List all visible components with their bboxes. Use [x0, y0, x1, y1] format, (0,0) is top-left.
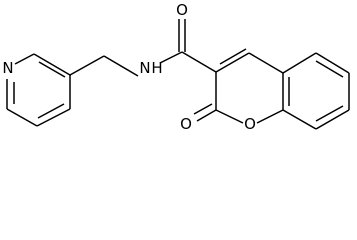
- bond: [14, 53, 35, 65]
- bond: [282, 52, 317, 74]
- bond: [315, 52, 350, 74]
- bond: [315, 60, 344, 78]
- bond: [181, 51, 217, 73]
- bond: [38, 61, 66, 78]
- bond: [33, 53, 71, 76]
- lactone-carbonyl-oxygen-label: O: [180, 115, 192, 133]
- bond: [256, 109, 284, 124]
- chemical-structure: O N H N O O: [2, 1, 350, 133]
- bond: [315, 109, 350, 130]
- bond: [196, 109, 217, 122]
- amide-nitrogen-label: N: [139, 59, 150, 77]
- bond: [36, 108, 71, 127]
- bond: [69, 55, 105, 76]
- bond: [248, 52, 284, 74]
- atom-labels: O N H N O O: [2, 1, 256, 133]
- bond: [315, 105, 344, 122]
- bond: [6, 108, 38, 127]
- bond: [159, 51, 183, 64]
- bond: [219, 48, 247, 65]
- amide-hydrogen-label: H: [151, 59, 162, 77]
- bond: [215, 52, 250, 73]
- bond: [215, 109, 244, 124]
- pyridine-nitrogen-label: N: [2, 59, 13, 77]
- bond: [282, 109, 317, 130]
- bond: [37, 103, 65, 119]
- carbonyl-oxygen-label: O: [176, 1, 188, 19]
- bond: [103, 55, 139, 77]
- bonds: [6, 19, 350, 130]
- ring-oxygen-label: O: [244, 115, 256, 133]
- bond: [193, 103, 213, 115]
